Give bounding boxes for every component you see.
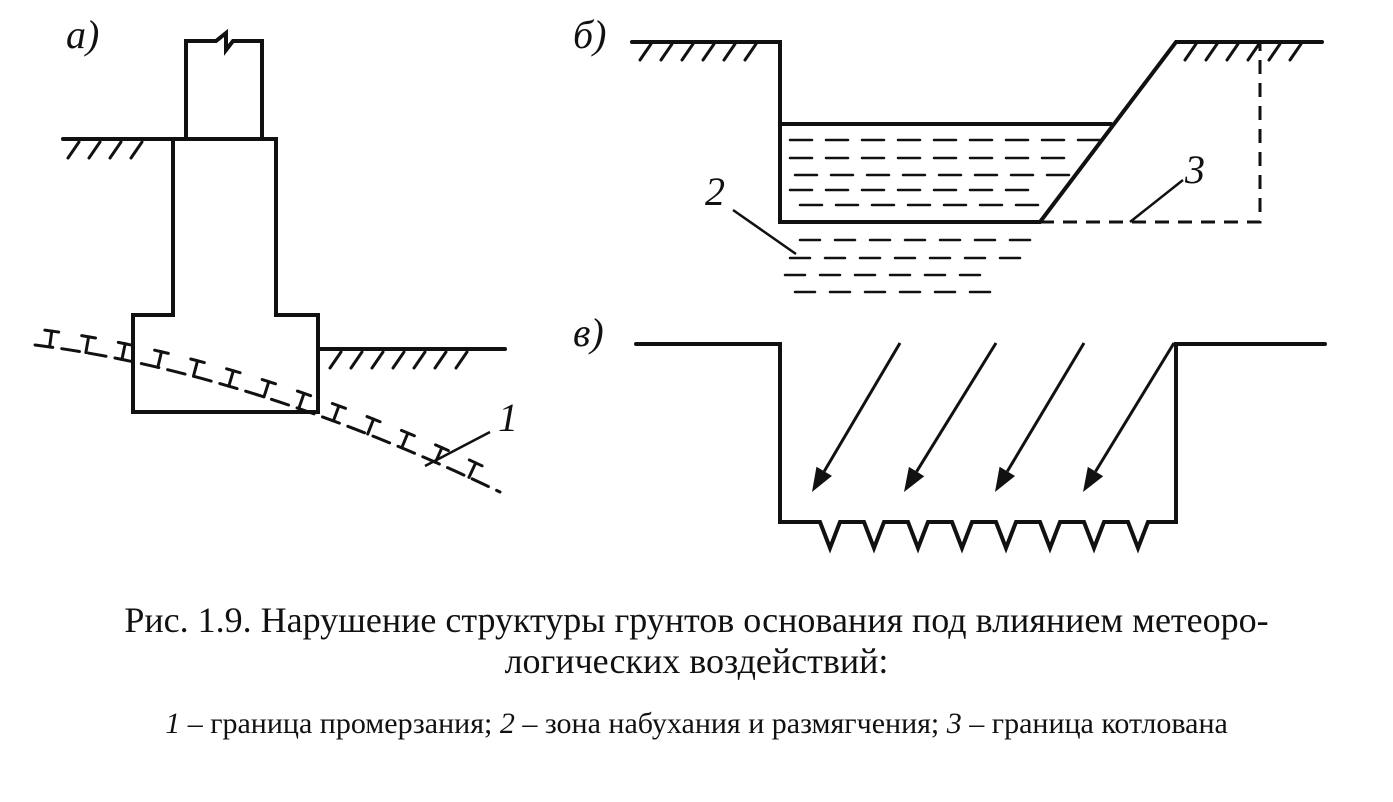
infiltration-arrow-head [812, 466, 832, 492]
ground-hatch [454, 350, 469, 370]
figure-drawing [33, 28, 1327, 554]
ground-hatch [328, 350, 343, 370]
ground-hatch [349, 350, 364, 370]
infiltration-arrow-shaft [1006, 342, 1086, 473]
frost-tick-bar [189, 357, 206, 365]
frost-tick [331, 404, 341, 423]
frost-tick-bar [153, 348, 170, 355]
ground-hatch [108, 140, 123, 160]
ground-hatch [1267, 42, 1282, 62]
legend-num-1: 1 [165, 707, 181, 740]
ground-hatch [743, 42, 758, 62]
infiltration-arrow-shaft [1094, 342, 1176, 473]
frost-tick-bar [434, 443, 450, 452]
legend-text-3: – граница котлована [961, 707, 1228, 740]
frost-tick [191, 359, 200, 378]
frost-tick-bar [116, 340, 134, 347]
panel-a-label: а) [66, 12, 100, 57]
ground-hatch [722, 42, 737, 62]
frost-tick-bar [225, 367, 242, 375]
frost-tick [400, 431, 410, 450]
ground-hatch [87, 140, 102, 160]
ground-hatch [701, 42, 716, 62]
trench-outline [634, 342, 1327, 554]
leader-line-3 [1129, 179, 1184, 223]
ground-hatch [659, 42, 674, 62]
frost-tick [366, 417, 376, 436]
ground-hatch [66, 140, 81, 160]
frost-tick [48, 329, 54, 349]
marker-3: 3 [1185, 147, 1205, 192]
infiltration-arrow-shaft [822, 342, 902, 473]
leader-line-1 [424, 430, 491, 468]
ground-hatch [1183, 42, 1198, 62]
ground-hatch [391, 350, 406, 370]
excavation-outline [630, 40, 1324, 224]
frost-tick-bar [330, 401, 348, 410]
ground-hatch [1204, 42, 1219, 62]
leader-line-2 [732, 208, 797, 256]
frost-tick-bar [399, 428, 416, 438]
legend-text-2: – зона набухания и размягчения; [514, 707, 947, 740]
legend-num-3: 3 [946, 707, 962, 740]
frost-tick-bar [295, 389, 313, 398]
caption-title-line-2: логических воздействий: [504, 641, 889, 682]
frost-tick [467, 461, 478, 479]
frost-boundary-guide [35, 345, 500, 492]
ground-hatch [1225, 42, 1240, 62]
frost-tick [120, 342, 127, 361]
ground-hatch [129, 140, 144, 160]
ground-hatch [1288, 42, 1303, 62]
frost-boundary-line [33, 343, 502, 494]
marker-1: 1 [498, 395, 518, 440]
ground-hatch [680, 42, 695, 62]
caption-title-line-1: Рис. 1.9. Нарушение структуры грунтов ос… [124, 600, 1269, 640]
excavation-boundary-dashed [1040, 42, 1262, 224]
panel-b-label: б) [573, 12, 607, 57]
frost-tick [262, 380, 271, 399]
panel-v-drawing [634, 342, 1327, 554]
ground-hatch [638, 42, 653, 62]
column-above-ground [184, 28, 264, 140]
ground-hatch [412, 350, 427, 370]
legend-num-2: 2 [499, 707, 515, 740]
frost-tick [84, 335, 91, 355]
legend-text-1: – граница промерзания; [180, 707, 500, 740]
frost-tick-bar [43, 328, 61, 334]
ground-hatch [370, 350, 385, 370]
ground-hatch [433, 350, 448, 370]
frost-tick [227, 369, 235, 388]
panel-a-drawing [61, 28, 507, 414]
marker-2: 2 [705, 169, 725, 214]
infiltration-arrow-head [995, 466, 1016, 492]
ground-hatch [1246, 42, 1261, 62]
figure-caption-title: Рис. 1.9. Нарушение структуры грунтов ос… [0, 600, 1393, 683]
frost-tick [297, 391, 306, 411]
frost-tick [156, 350, 163, 369]
panel-v-label: в) [573, 310, 604, 355]
infiltration-arrow-head [1083, 466, 1104, 492]
infiltration-arrow-shaft [915, 342, 998, 473]
panel-b-drawing [630, 40, 1324, 224]
frost-tick-bar [260, 378, 277, 386]
foundation-outline [131, 137, 320, 414]
frost-tick-bar [365, 415, 382, 424]
infiltration-arrow-head [904, 466, 925, 492]
frost-tick-bar [467, 458, 484, 468]
figure-caption-legend: 1 – граница промерзания; 2 – зона набуха… [0, 707, 1393, 742]
frost-tick-bar [80, 334, 97, 340]
